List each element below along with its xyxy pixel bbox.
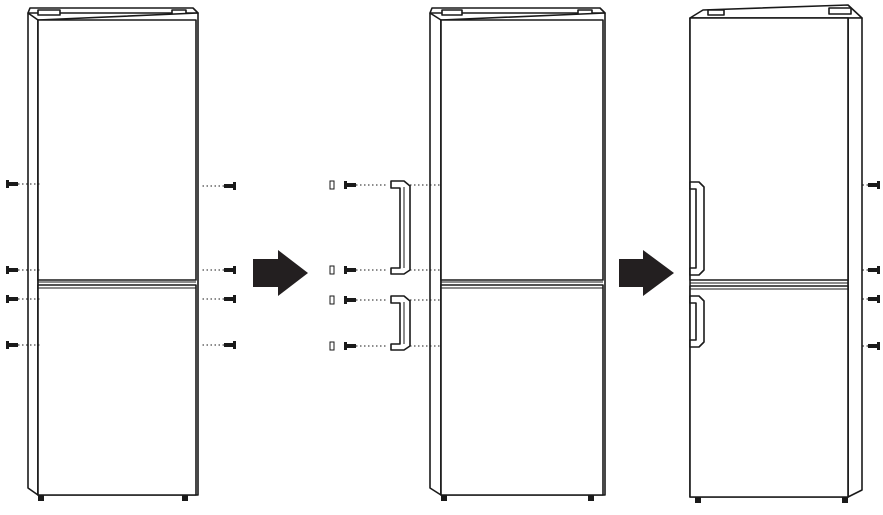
fridge-step-2 (429, 7, 606, 501)
hole-plug-icon (329, 265, 335, 275)
right-arrow-icon (619, 250, 674, 296)
screw-icon (862, 295, 880, 303)
screw-icon (202, 295, 236, 303)
screw-icon (862, 266, 880, 274)
screw-icon (862, 181, 880, 189)
door-handle-icon (390, 180, 411, 275)
screw-icon (202, 266, 236, 274)
fixings-step-2 (329, 180, 441, 351)
door-handle-icon (689, 295, 705, 348)
fridge-step-3 (689, 4, 863, 503)
hole-plug-icon (329, 180, 335, 190)
screw-icon (6, 341, 42, 349)
screws-right-step-1 (202, 182, 236, 349)
screw-icon (344, 296, 388, 304)
screws-right-step-3 (862, 181, 880, 350)
door-handle-icon (390, 295, 411, 351)
screw-icon (6, 266, 42, 274)
fridge-step-1 (27, 7, 199, 501)
screw-icon (202, 341, 236, 349)
screws-left-step-1 (6, 180, 42, 349)
screw-icon (862, 342, 880, 350)
hole-plug-icon (329, 295, 335, 305)
door-handle-icon (689, 181, 705, 276)
screw-icon (6, 295, 42, 303)
screw-icon (344, 181, 388, 189)
screw-icon (344, 342, 388, 350)
screw-icon (6, 180, 42, 188)
screw-icon (202, 182, 236, 190)
hole-plug-icon (329, 341, 335, 351)
right-arrow-icon (253, 250, 308, 296)
screw-icon (344, 266, 388, 274)
